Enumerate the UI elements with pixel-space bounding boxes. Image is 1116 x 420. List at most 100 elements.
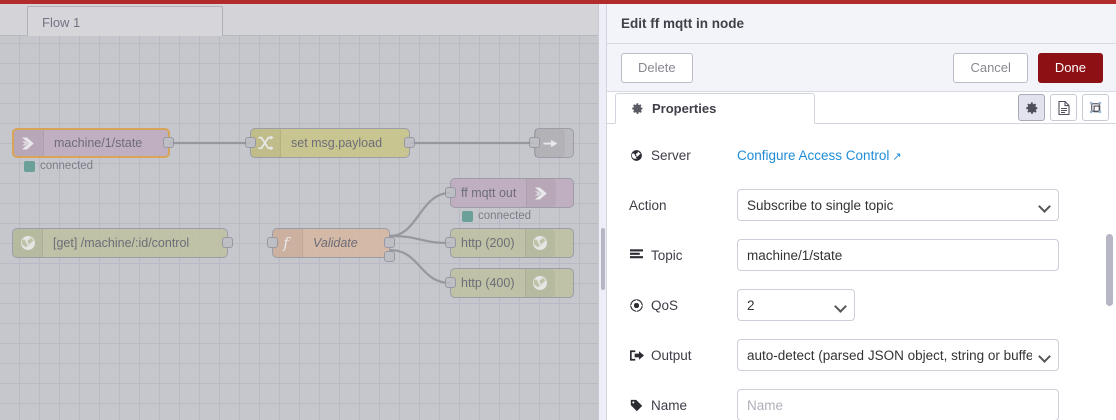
- field-row-qos: QoS 2: [629, 288, 1095, 322]
- mqtt-icon: [526, 179, 557, 207]
- gear-icon-button[interactable]: [1018, 94, 1045, 121]
- pane-resize-handle[interactable]: [601, 228, 605, 290]
- debug-icon: [535, 129, 565, 157]
- flow-node-mqtt-out[interactable]: ff mqtt out: [445, 178, 574, 208]
- node-input-port[interactable]: [445, 237, 456, 248]
- qos-select[interactable]: 2: [737, 289, 855, 321]
- field-label-topic-text: Topic: [651, 247, 683, 263]
- done-button[interactable]: Done: [1037, 52, 1103, 83]
- node-input-port[interactable]: [267, 237, 278, 248]
- name-input[interactable]: [737, 389, 1059, 420]
- field-label-action: Action: [629, 198, 737, 213]
- field-label-topic: Topic: [629, 248, 737, 263]
- flow-node-label: http (200): [461, 236, 515, 250]
- node-output-port[interactable]: [404, 137, 415, 148]
- output-select[interactable]: auto-detect (parsed JSON object, string …: [737, 339, 1059, 371]
- field-row-topic: Topic: [629, 238, 1095, 272]
- gear-icon: [630, 102, 645, 115]
- flow-node-change[interactable]: set msg.payload: [245, 128, 415, 158]
- node-input-port[interactable]: [245, 137, 256, 148]
- node-output-port[interactable]: [384, 237, 395, 248]
- flow-node-label: machine/1/state: [54, 136, 143, 150]
- flow-node-debug[interactable]: [529, 128, 574, 158]
- svg-text:f: f: [282, 235, 291, 252]
- node-status-mqtt-in: connected: [24, 160, 93, 172]
- action-select[interactable]: Subscribe to single topic: [737, 189, 1059, 221]
- flow-node-label: Validate: [313, 236, 358, 250]
- node-output-port[interactable]: [163, 137, 174, 148]
- properties-form: Server Configure Access Control↗︎ Action…: [607, 124, 1116, 420]
- dialog-toolbar: Delete Cancel Done: [607, 44, 1116, 92]
- field-row-output: Output auto-detect (parsed JSON object, …: [629, 338, 1095, 372]
- configure-access-control-link[interactable]: Configure Access Control↗︎: [737, 148, 902, 163]
- cancel-button[interactable]: Cancel: [953, 52, 1028, 83]
- flow-tab-flow-1[interactable]: Flow 1: [27, 6, 223, 37]
- dialog-tabs-row: Properties: [607, 92, 1116, 124]
- pane-divider[interactable]: [598, 4, 606, 420]
- description-icon-button[interactable]: [1050, 94, 1077, 121]
- sign-out-icon: [629, 349, 644, 362]
- dialog-title: Edit ff mqtt in node: [621, 16, 744, 31]
- node-input-port[interactable]: [445, 277, 456, 288]
- topic-input[interactable]: [737, 239, 1059, 271]
- dialog-tab-icons: [1018, 94, 1109, 121]
- globe-icon: [524, 269, 555, 297]
- node-input-port[interactable]: [529, 137, 540, 148]
- edit-node-dialog: Edit ff mqtt in node Delete Cancel Done …: [606, 4, 1116, 420]
- field-label-server: Server: [629, 148, 737, 163]
- flow-node-label: [get] /machine/:id/control: [53, 236, 190, 250]
- appearance-icon-button[interactable]: [1082, 94, 1109, 121]
- flow-wires: [170, 141, 534, 285]
- node-input-port[interactable]: [445, 187, 456, 198]
- flow-node-http-res-400[interactable]: http (400): [445, 268, 574, 298]
- wire-function-to-http-200: [389, 234, 451, 245]
- flow-node-label: ff mqtt out: [461, 186, 517, 200]
- flow-node-mqtt-in[interactable]: machine/1/state: [12, 128, 174, 158]
- dialog-scrollbar[interactable]: [1106, 124, 1113, 420]
- flow-tab-label: Flow 1: [42, 14, 81, 30]
- wire-function-to-mqtt-out: [389, 191, 451, 238]
- delete-button[interactable]: Delete: [621, 52, 693, 83]
- status-dot: [462, 210, 473, 222]
- function-icon: f: [273, 229, 303, 257]
- wire-function-to-http-400: [389, 248, 451, 285]
- field-label-server-text: Server: [651, 147, 691, 163]
- status-text: connected: [478, 210, 532, 222]
- flow-node-http-in[interactable]: [get] /machine/:id/control: [12, 228, 233, 258]
- field-row-action: Action Subscribe to single topic: [629, 188, 1095, 222]
- dialog-header: Edit ff mqtt in node: [607, 4, 1116, 44]
- node-status-mqtt-out: connected: [462, 210, 531, 222]
- mqtt-icon: [14, 130, 44, 156]
- flow-node-label: http (400): [461, 276, 515, 290]
- node-output-port-2[interactable]: [384, 251, 395, 262]
- field-label-action-text: Action: [629, 197, 667, 213]
- flow-node-function[interactable]: f Validate: [267, 228, 395, 262]
- field-label-output-text: Output: [651, 347, 692, 363]
- app-top-bar: [0, 0, 1116, 4]
- tag-icon: [629, 399, 644, 412]
- flow-workspace[interactable]: Flow 1 machine/1/state connected set msg.p…: [0, 4, 600, 420]
- list-icon: [629, 249, 644, 261]
- flow-canvas[interactable]: machine/1/state connected set msg.payload […: [0, 36, 600, 420]
- configure-access-control-text: Configure Access Control: [737, 147, 890, 163]
- flow-tab-bar: Flow 1: [0, 4, 600, 37]
- globe-icon: [629, 149, 644, 162]
- dialog-scrollbar-thumb[interactable]: [1106, 234, 1113, 306]
- field-label-qos-text: QoS: [651, 297, 679, 313]
- globe-icon: [524, 229, 555, 257]
- node-output-port[interactable]: [222, 237, 233, 248]
- field-row-server: Server Configure Access Control↗︎: [629, 138, 1095, 172]
- field-label-qos: QoS: [629, 298, 737, 313]
- bullseye-icon: [629, 298, 644, 312]
- tab-properties[interactable]: Properties: [615, 93, 815, 124]
- change-icon: [251, 129, 281, 157]
- field-label-output: Output: [629, 348, 737, 363]
- flow-node-label: set msg.payload: [291, 136, 383, 150]
- external-link-icon: ↗︎: [892, 150, 902, 163]
- output-select-wrap: auto-detect (parsed JSON object, string …: [737, 339, 1059, 371]
- tab-properties-label: Properties: [652, 101, 717, 116]
- status-text: connected: [40, 160, 94, 172]
- field-row-name: Name: [629, 388, 1095, 420]
- flow-node-http-res-200[interactable]: http (200): [445, 228, 574, 258]
